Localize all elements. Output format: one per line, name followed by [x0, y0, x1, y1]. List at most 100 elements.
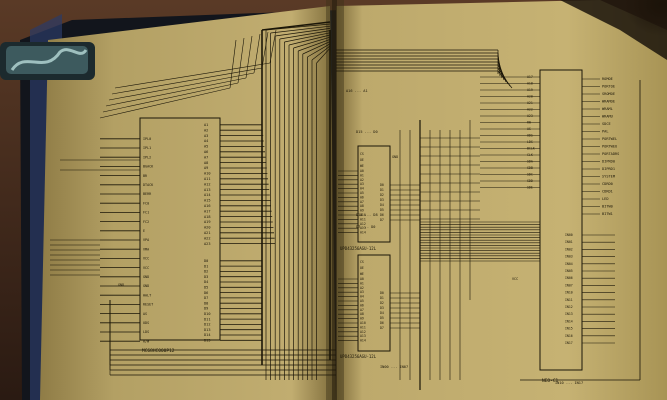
io-signal-label: PORTWEU: [602, 145, 617, 149]
io-signal-label: BITW0: [602, 205, 613, 209]
ram-pin-label: D0: [380, 291, 384, 295]
cpu-pin-label: D1: [204, 264, 208, 268]
bus-label: D15 ... D0: [356, 130, 378, 134]
cpu-pin-label: VMA: [143, 247, 149, 251]
io-chip: [539, 69, 583, 371]
io-pin-label: IN00: [565, 233, 573, 237]
ram-chip-1: [357, 145, 391, 243]
cpu-pin-label: FC1: [143, 211, 149, 215]
ram-pin-label: A0: [360, 277, 364, 281]
ram-pin-label: A9: [360, 317, 364, 321]
ram-pin-label: A4: [360, 295, 364, 299]
ground-label: GND: [392, 155, 398, 159]
cpu-pin-label: IPL0: [143, 137, 151, 141]
cpu-pin-label: E: [143, 229, 145, 233]
cpu-pin-label: A11: [204, 177, 211, 181]
ram-pin-label: A1: [360, 281, 364, 285]
ram-ctrl-label: OE: [360, 266, 364, 270]
cpu-pin-label: A19: [204, 220, 211, 224]
io-pin-label: IN07: [565, 283, 573, 287]
io-pin-label: A22: [527, 108, 533, 112]
io-signal-label: ROMOE: [602, 77, 613, 81]
cpu-pin-label: A12: [204, 182, 211, 186]
cpu-pin-label: BERR: [143, 192, 152, 196]
cpu-pin-label: FC2: [143, 220, 149, 224]
io-pin-label: A17: [527, 75, 533, 79]
io-pin-label: BCLK: [527, 147, 535, 151]
cpu-pin-label: BR: [143, 174, 148, 178]
cpu-pin-label: LDS: [143, 330, 149, 334]
cpu-pin-label: D6: [204, 291, 208, 295]
ram-pin-label: D3: [380, 306, 384, 310]
ram-pin-label: A7: [360, 308, 364, 312]
io-pin-label: SDA: [527, 160, 533, 164]
io-pin-label: RW: [527, 121, 531, 125]
io-pin-label: A18: [527, 82, 533, 86]
cpu-chip: [139, 117, 221, 341]
io-pin-label: UDS: [527, 134, 533, 138]
ram-pin-label: A2: [360, 286, 364, 290]
io-signal-label: CDRD1: [602, 190, 613, 194]
cpu-pin-label: A20: [204, 226, 211, 230]
io-pin-label: AS: [527, 127, 531, 131]
io-pin-label: IN02: [565, 247, 573, 251]
io-pin-label: IN03: [565, 255, 573, 259]
cpu-pin-label: FC0: [143, 201, 149, 205]
cpu-pin-label: D2: [204, 270, 208, 274]
cpu-pin-label: D10: [204, 312, 211, 316]
cpu-pin-label: IPL1: [143, 146, 151, 150]
ram-pin-label: D3: [380, 198, 384, 202]
ram-pin-label: A1: [360, 173, 364, 177]
bus-label: IN10 ... IN17: [555, 381, 583, 385]
ram-pin-label: D1: [380, 296, 384, 300]
cpu-pin-label: D7: [204, 296, 208, 300]
io-pin-label: A21: [527, 101, 533, 105]
cpu-pin-label: VCC: [143, 257, 149, 261]
cpu-pin-label: D14: [204, 333, 211, 337]
cpu-pin-label: A22: [204, 236, 211, 240]
ram-pin-label: D2: [380, 301, 384, 305]
io-signal-label: DIPRD0: [602, 160, 615, 164]
io-pin-label: SDD: [527, 179, 533, 183]
ram-pin-label: A7: [360, 200, 364, 204]
cpu-pin-label: A1: [204, 123, 208, 127]
ram-pin-label: D6: [380, 321, 384, 325]
io-pin-label: A20: [527, 95, 533, 99]
ram-pin-label: D7: [380, 326, 384, 330]
cpu-pin-label: R/W: [143, 339, 150, 343]
io-pin-label: IN01: [565, 240, 573, 244]
ram-chip-2-label: UPD43256AGU-12L: [340, 354, 377, 359]
cpu-pin-label: A14: [204, 193, 211, 197]
ram-ctrl-label: OE: [360, 158, 364, 162]
io-signal-label: PORTOE: [602, 85, 615, 89]
cpu-pin-label: D3: [204, 275, 208, 279]
cpu-chip-label: MC68HC000P12: [142, 348, 175, 354]
io-signal-label: LED: [602, 197, 609, 201]
io-signal-label: SYSTEM: [602, 175, 616, 179]
cpu-pin-label: AS: [143, 312, 147, 316]
ram-pin-label: D2: [380, 193, 384, 197]
io-signal-label: CDRD0: [602, 182, 613, 186]
io-chip-label: NEO-C1: [542, 378, 559, 384]
cpu-pin-label: A18: [204, 215, 211, 219]
cpu-pin-label: A4: [204, 139, 208, 143]
ram-pin-label: A8: [360, 204, 364, 208]
cable-object: [0, 42, 95, 80]
io-pin-label: IN14: [565, 319, 573, 323]
ram-pin-label: D0: [380, 183, 384, 187]
ram-pin-label: A5: [360, 299, 364, 303]
io-signal-label: BITW1: [602, 212, 613, 216]
io-signal-label: WRAMOE: [602, 100, 615, 104]
io-pin-label: IN04: [565, 262, 573, 266]
ram-pin-label: A13: [360, 226, 366, 230]
io-signal-label: SDCE: [602, 122, 611, 126]
cpu-pin-label: IPL2: [143, 155, 151, 159]
cpu-pin-label: BGACK: [143, 165, 154, 169]
cpu-pin-label: UDS: [143, 321, 149, 325]
cpu-pin-label: DTACK: [143, 183, 154, 187]
cpu-pin-label: A9: [204, 166, 208, 170]
io-signal-label: SROMOE: [602, 92, 615, 96]
ram-pin-label: A6: [360, 195, 364, 199]
